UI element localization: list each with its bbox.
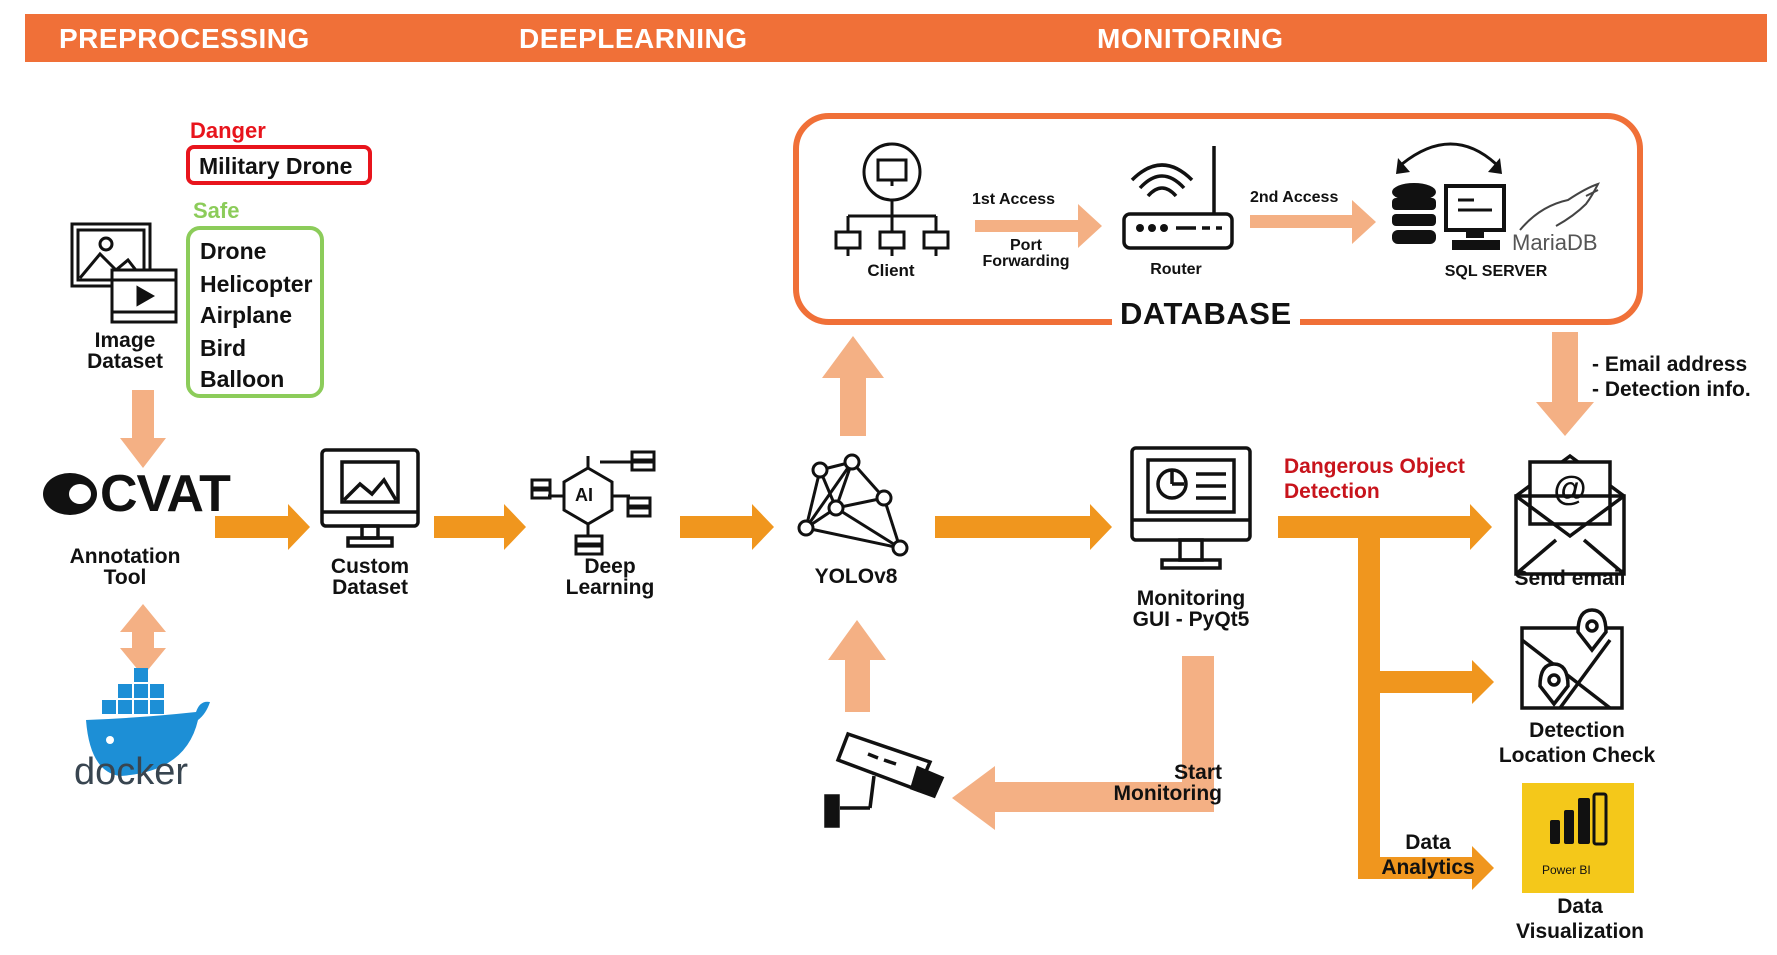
arrow-custom-to-deep: [434, 504, 526, 550]
safe-item-balloon: Balloon: [200, 366, 285, 392]
branch-trunk: [1358, 527, 1380, 879]
arrow-cvat-to-custom: [215, 504, 310, 550]
danger-item-military-drone: Military Drone: [199, 153, 353, 179]
ai-chip-text: AI: [575, 485, 593, 505]
email-info-list: - Email address- Detection info.: [1592, 353, 1751, 401]
yolo-label: YOLOv8: [814, 565, 898, 588]
email-envelope-icon: @: [1514, 453, 1626, 576]
cvat-logo-text: CVAT: [100, 465, 231, 523]
safe-item-bird: Bird: [200, 335, 246, 361]
header-preprocessing: PREPROCESSING: [59, 23, 310, 54]
arrow-yolo-to-gui: [935, 504, 1112, 550]
mariadb-seal-icon: [1519, 182, 1600, 231]
arrow-branch-to-powerbi: [1369, 846, 1494, 890]
safe-item-airplane: Airplane: [200, 302, 293, 328]
router-label: Router: [1150, 261, 1202, 278]
arrow-gui-to-camera: [952, 656, 1214, 830]
safe-item-helicopter: Helicopter: [200, 271, 313, 297]
safe-box: [186, 226, 324, 398]
docker-whale-icon: [86, 668, 210, 776]
section-header-bar: PREPROCESSING DEEPLEARNING MONITORING: [25, 14, 1767, 62]
mariadb-label: MariaDB: [1512, 230, 1598, 255]
monitoring-gui-icon: [1130, 446, 1252, 570]
location-map-icon: [1520, 608, 1624, 710]
safe-item-drone: Drone: [200, 238, 267, 264]
arrow-router-to-sql: [1250, 200, 1376, 244]
client-network-icon: [834, 142, 950, 256]
router-icon: [1122, 146, 1234, 250]
power-bi-text: Power BI: [1542, 863, 1591, 877]
arrow-camera-to-yolo: [828, 620, 886, 712]
arrow-yolo-to-database: [822, 336, 884, 436]
power-bi-icon: [1550, 792, 1608, 846]
custom-dataset-icon: [320, 448, 420, 548]
security-camera-icon: [824, 731, 945, 828]
safe-label: Safe: [193, 198, 240, 223]
sql-server-label: SQL SERVER: [1444, 263, 1548, 280]
arrow-gui-to-email: [1278, 504, 1492, 550]
neural-network-icon: [797, 453, 909, 557]
cvat-logo-mark: [43, 473, 97, 515]
second-access-label: 2nd Access: [1250, 189, 1339, 206]
client-label: Client: [867, 261, 915, 280]
svg-text:@: @: [1553, 470, 1586, 508]
ai-chip-icon: [530, 450, 656, 556]
header-deeplearning: DEEPLEARNING: [519, 23, 748, 54]
danger-label: Danger: [190, 118, 266, 143]
arrow-image-to-cvat: [120, 390, 166, 468]
image-dataset-icon: [70, 222, 178, 324]
first-access-label: 1st Access: [972, 191, 1056, 208]
header-monitoring: MONITORING: [1097, 23, 1284, 54]
arrow-cvat-docker-bidir: [120, 604, 166, 676]
danger-box: [186, 145, 372, 185]
database-title: DATABASE: [1112, 296, 1300, 332]
arrow-deep-to-yolo: [680, 504, 774, 550]
send-email-label: Send email: [1514, 567, 1626, 590]
arrow-database-to-email: [1536, 332, 1594, 436]
arrow-client-to-router: [975, 204, 1102, 248]
docker-logo-text: docker: [74, 751, 189, 793]
sql-server-icon: [1392, 142, 1506, 250]
arrow-branch-to-location: [1369, 660, 1494, 704]
